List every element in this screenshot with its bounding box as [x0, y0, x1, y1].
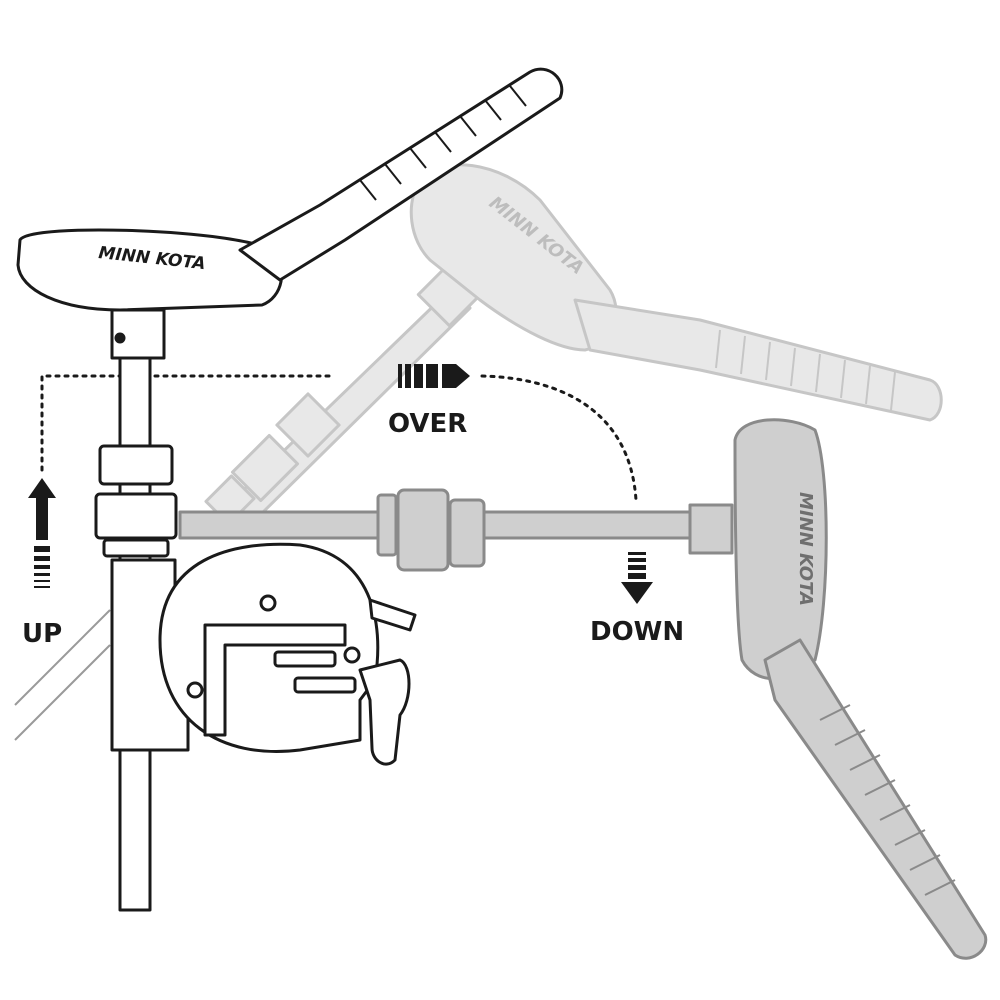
primary-motor — [14, 67, 564, 912]
primary-collar-2 — [94, 492, 178, 540]
final-collar-2 — [396, 488, 450, 572]
ghost-tiller — [573, 298, 943, 422]
clamp-bolt-3 — [343, 646, 361, 664]
final-neck — [688, 503, 734, 555]
ghost-collar-1 — [275, 392, 341, 458]
primary-collar-3 — [102, 538, 170, 558]
final-collar-3 — [448, 498, 486, 568]
up-label: UP — [22, 619, 62, 649]
down-label: DOWN — [590, 617, 684, 647]
final-tiller — [763, 638, 988, 960]
primary-collar-1 — [98, 444, 174, 486]
ghost-collar-2 — [230, 433, 300, 503]
ghost-head — [409, 163, 618, 352]
clamp-lever — [358, 658, 411, 766]
final-collar-1 — [376, 493, 398, 557]
over-label: OVER — [388, 409, 467, 439]
motion-path — [40, 374, 638, 502]
primary-head — [16, 228, 283, 312]
clamp-bolt-2 — [186, 681, 204, 699]
dotted-path-over-down — [480, 374, 638, 502]
clamp-screw-1 — [273, 650, 337, 668]
clamp-latch — [368, 598, 417, 632]
up-arrow-icon — [28, 478, 56, 588]
clamp-jaw — [203, 623, 347, 737]
clamp-screw-2 — [293, 676, 357, 694]
primary-tiller — [238, 67, 564, 282]
clamp-disc — [158, 542, 380, 753]
final-motor — [178, 418, 988, 960]
primary-neck — [110, 308, 166, 360]
clamp-bolt-1 — [259, 594, 277, 612]
clamp-bracket — [158, 542, 417, 766]
final-head — [733, 418, 828, 681]
dotted-path-up — [40, 374, 332, 472]
over-arrow-icon — [398, 364, 470, 388]
ghost-motor — [204, 163, 943, 526]
down-arrow-icon — [621, 552, 653, 604]
final-brand-label: MINN KOTA — [795, 492, 816, 606]
